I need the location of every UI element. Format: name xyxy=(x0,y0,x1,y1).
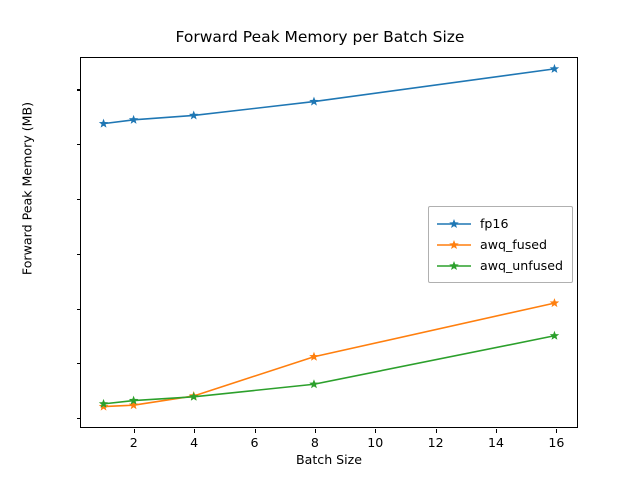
legend-label: awq_unfused xyxy=(480,258,563,273)
data-point-marker xyxy=(98,398,109,408)
series-line xyxy=(103,302,555,408)
x-axis-label: Batch Size xyxy=(295,452,363,467)
legend-item-awq_unfused[interactable]: awq_unfused xyxy=(436,255,563,276)
plot-inner xyxy=(81,58,577,427)
legend-item-fp16[interactable]: fp16 xyxy=(436,213,563,234)
data-point-marker xyxy=(549,330,560,340)
x-tick-label: 6 xyxy=(250,435,259,450)
data-point-marker xyxy=(549,63,560,73)
series-awq_fused xyxy=(98,298,560,411)
x-tick-label: 16 xyxy=(548,435,565,450)
y-tick-mark xyxy=(77,144,81,146)
x-tick-mark xyxy=(254,429,256,433)
x-tick-mark xyxy=(435,429,437,433)
x-tick-label: 14 xyxy=(487,435,505,450)
y-tick-mark xyxy=(77,418,81,420)
data-point-marker xyxy=(98,401,109,411)
y-tick-mark xyxy=(77,253,81,255)
legend-line-sample xyxy=(436,258,472,274)
chart-legend[interactable]: fp16 awq_fused awq_unfused xyxy=(428,206,573,283)
legend-label: awq_fused xyxy=(480,237,548,252)
legend-line-sample xyxy=(436,237,472,253)
data-point-marker xyxy=(309,379,319,389)
y-tick-mark xyxy=(77,89,81,91)
data-point-marker xyxy=(98,118,109,128)
x-tick-mark xyxy=(133,429,135,433)
chart-title: Forward Peak Memory per Batch Size xyxy=(175,28,465,46)
data-point-marker xyxy=(128,114,139,124)
data-point-marker xyxy=(128,395,139,405)
x-tick-mark xyxy=(375,429,377,433)
x-tick-label: 4 xyxy=(190,435,199,450)
x-tick-label: 2 xyxy=(129,435,138,450)
x-tick-mark xyxy=(194,429,196,433)
x-tick-mark xyxy=(496,429,498,433)
y-axis-label: Forward Peak Memory (MB) xyxy=(19,101,35,276)
data-point-marker xyxy=(309,351,319,361)
y-tick-mark xyxy=(77,363,81,365)
x-tick-mark xyxy=(314,429,316,433)
data-point-marker xyxy=(549,298,560,308)
data-point-marker xyxy=(128,400,139,410)
y-tick-mark xyxy=(77,199,81,201)
legend-line-sample xyxy=(436,216,472,232)
data-point-marker xyxy=(309,96,319,106)
x-tick-label: 10 xyxy=(367,435,384,450)
x-tick-mark xyxy=(556,429,558,433)
series-line xyxy=(103,334,555,405)
legend-label: fp16 xyxy=(480,216,509,231)
y-tick-mark xyxy=(77,308,81,310)
legend-item-awq_fused[interactable]: awq_fused xyxy=(436,234,563,255)
x-tick-label: 8 xyxy=(310,435,319,450)
x-tick-label: 12 xyxy=(427,435,444,450)
series-line xyxy=(103,68,555,125)
series-fp16 xyxy=(98,63,560,128)
series-canvas xyxy=(98,63,560,411)
data-point-marker xyxy=(188,391,199,401)
series-awq_unfused xyxy=(98,330,560,408)
data-point-marker xyxy=(188,110,199,120)
